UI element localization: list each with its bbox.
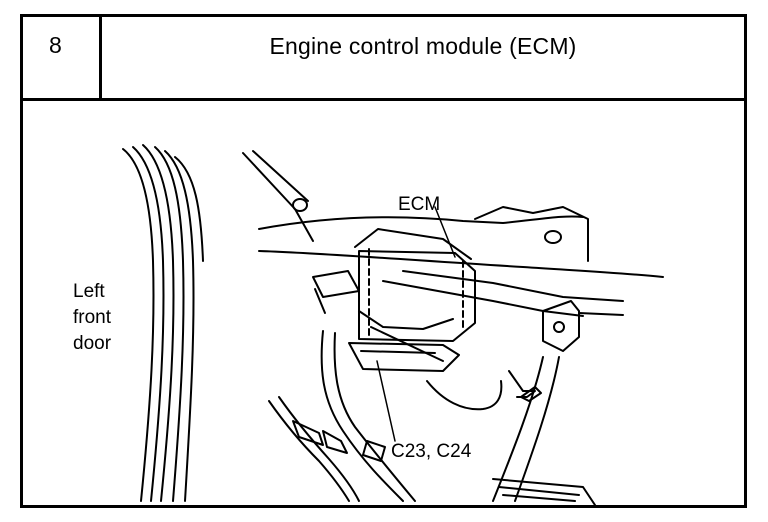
dash-trim <box>242 150 664 278</box>
step-number-cell: 8 <box>23 17 102 98</box>
step-number: 8 <box>49 32 62 58</box>
door-label-line2: front <box>73 307 112 328</box>
pedal <box>492 478 596 505</box>
ecm-module <box>312 228 624 342</box>
diagram-frame: 8 Engine control module (ECM) <box>20 14 747 508</box>
mounting-bracket <box>492 300 624 502</box>
ecm-location-illustration <box>122 144 664 505</box>
door-label-line3: door <box>73 333 112 354</box>
page-title: Engine control module (ECM) <box>269 33 577 59</box>
door-frame <box>122 144 204 502</box>
connector-label: C23, C24 <box>391 441 472 462</box>
door-label-line1: Left <box>73 281 105 302</box>
connector-housing <box>348 326 460 372</box>
left-front-door-label: Left front door <box>73 279 173 357</box>
pointer-lines <box>376 206 456 442</box>
wiring-harness <box>268 330 542 502</box>
illustration-area: Left front door ECM C23, C24 <box>23 101 744 505</box>
ecm-label: ECM <box>398 194 441 215</box>
header-row: 8 Engine control module (ECM) <box>23 17 744 101</box>
